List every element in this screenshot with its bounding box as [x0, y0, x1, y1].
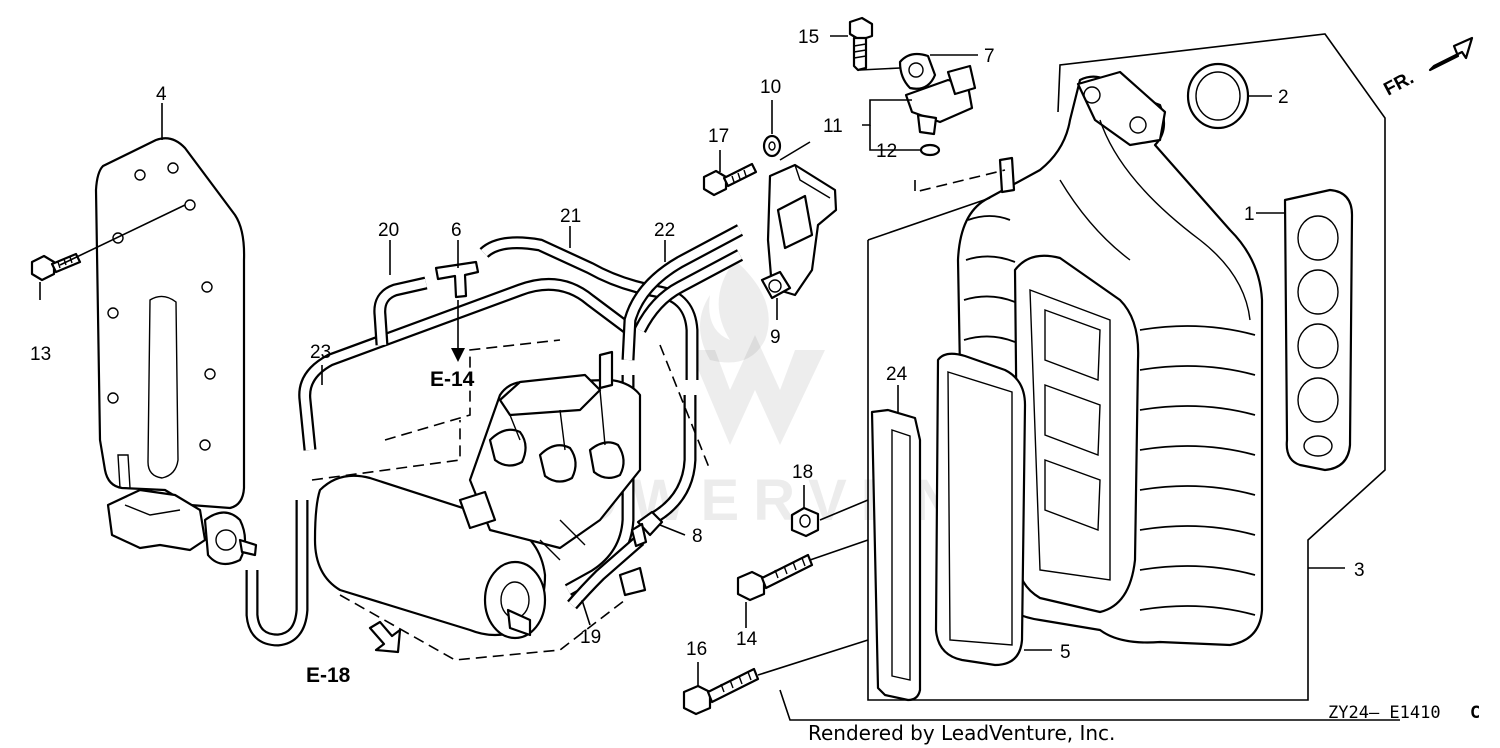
callout-15: 15	[798, 27, 819, 48]
t-joint-6	[434, 260, 480, 299]
e14-arrow	[451, 300, 465, 362]
callout-1: 1	[1244, 204, 1255, 225]
front-direction-arrow: FR.	[1380, 36, 1474, 101]
part-24	[870, 408, 922, 702]
bolt-14	[736, 553, 814, 602]
fr-label: FR.	[1380, 68, 1417, 101]
diagram-code: ZY24– E1410	[1328, 703, 1441, 723]
solenoid-valve-9	[760, 163, 838, 300]
throttle-body-assembly	[313, 350, 647, 640]
callout-21: 21	[560, 206, 581, 227]
sensor-7	[898, 52, 937, 90]
callout-4: 4	[156, 84, 167, 105]
callout-23: 23	[310, 342, 331, 363]
callouts: 1 2 3 4 5 6 7 8 9 10 11 12 13 14 15 16 1…	[30, 27, 1365, 663]
reference-e14[interactable]: E-14	[430, 368, 475, 391]
footer-rendered-by: Rendered by LeadVenture, Inc.	[808, 721, 1115, 745]
intake-cover-plate	[94, 137, 258, 566]
callout-3: 3	[1354, 560, 1365, 581]
callout-14: 14	[736, 629, 758, 650]
callout-2: 2	[1278, 87, 1289, 108]
callout-18: 18	[792, 462, 813, 483]
bolt-13	[30, 252, 82, 282]
bolt-16	[682, 667, 760, 716]
intake-manifold	[956, 70, 1264, 647]
callout-16: 16	[686, 639, 707, 660]
gasket-1	[1283, 188, 1354, 472]
callout-5: 5	[1060, 642, 1071, 663]
callout-8: 8	[692, 526, 703, 547]
e18-arrow	[368, 620, 402, 654]
leader-lines	[39, 35, 1345, 686]
callout-22: 22	[654, 220, 675, 241]
reference-e18[interactable]: E-18	[306, 664, 351, 687]
callout-13: 13	[30, 344, 51, 365]
callout-12: 12	[876, 141, 897, 162]
callout-10: 10	[760, 77, 781, 98]
callout-24: 24	[886, 364, 908, 385]
gasket-5	[934, 352, 1027, 667]
diagram-code-suffix: C	[1470, 703, 1480, 723]
callout-19: 19	[580, 627, 601, 648]
callout-9: 9	[770, 327, 781, 348]
bracket-lines	[779, 33, 1400, 721]
map-sensor-11	[904, 64, 977, 136]
o-ring-12	[919, 143, 941, 157]
callout-7: 7	[984, 46, 995, 67]
seal-ring-2	[1186, 62, 1250, 130]
washer-10	[762, 134, 782, 158]
bolt-17	[702, 162, 758, 197]
callout-6: 6	[451, 220, 462, 241]
nut-18	[790, 506, 820, 538]
fitting-8	[630, 510, 664, 548]
bolt-15	[848, 16, 874, 72]
callout-20: 20	[378, 220, 399, 241]
callout-17: 17	[708, 126, 729, 147]
hoses	[245, 224, 744, 647]
assembly-outline	[311, 169, 1006, 661]
callout-11: 11	[823, 116, 843, 137]
